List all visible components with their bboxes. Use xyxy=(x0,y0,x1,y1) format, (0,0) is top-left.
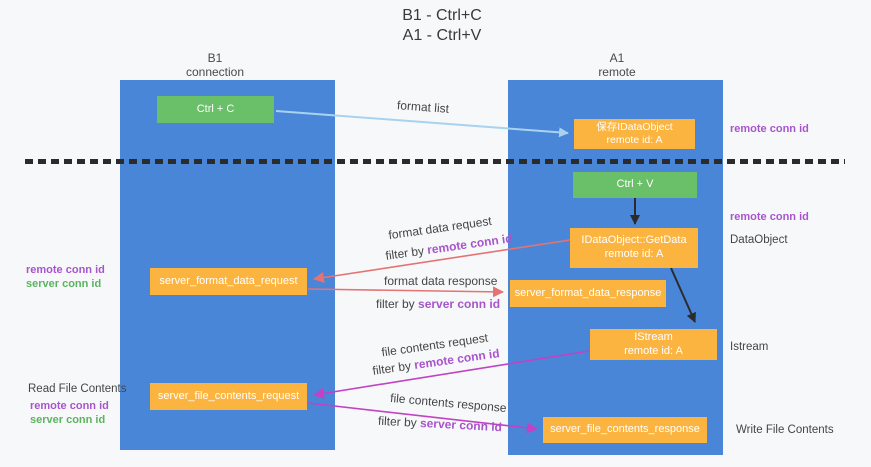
clipboard-boundary-dashed-line xyxy=(25,159,845,164)
node-server-format-data-response-label: server_format_data_response xyxy=(514,286,662,299)
node-save-dataobject-line2: remote id: A xyxy=(606,134,663,146)
edge-label-filter-server-1: filter by server conn id xyxy=(376,297,500,311)
node-server-file-contents-response: server_file_contents_response xyxy=(543,417,707,443)
arrow-getdata-to-istream xyxy=(670,267,696,323)
right-label-write-file-contents: Write File Contents xyxy=(736,424,834,436)
right-column-role: remote xyxy=(598,65,636,80)
left-label-remote-conn-id-2: remote conn id xyxy=(30,400,109,412)
node-ctrl-c-label: Ctrl + C xyxy=(196,102,235,115)
diagram-title: B1 - Ctrl+C A1 - Ctrl+V xyxy=(300,6,584,46)
title-line-2: A1 - Ctrl+V xyxy=(402,27,482,44)
node-server-format-data-request-label: server_format_data_request xyxy=(159,274,298,287)
filter-key-server: server conn id xyxy=(418,297,501,311)
node-ctrl-v: Ctrl + V xyxy=(573,172,697,198)
left-column-name: B1 xyxy=(207,51,223,65)
node-save-dataobject: 保存IDataObject remote id: A xyxy=(574,119,695,149)
node-server-format-data-request: server_format_data_request xyxy=(150,268,307,295)
node-getdata-line2: remote id: A xyxy=(604,248,664,260)
arrow-file-contents-request xyxy=(313,350,590,399)
left-column-header: B1 connection xyxy=(145,51,285,80)
arrow-format-data-request xyxy=(313,239,571,283)
right-label-remote-conn-id-2: remote conn id xyxy=(730,211,809,223)
left-column-role: connection xyxy=(185,65,245,80)
node-ctrl-v-label: Ctrl + V xyxy=(616,178,654,191)
left-label-read-file-contents: Read File Contents xyxy=(28,383,127,395)
node-server-file-contents-request: server_file_contents_request xyxy=(150,383,307,410)
right-label-dataobject: DataObject xyxy=(730,234,788,246)
left-label-remote-conn-id-1: remote conn id xyxy=(26,264,105,276)
node-getdata-line1: IDataObject::GetData xyxy=(581,234,687,247)
node-server-file-contents-response-label: server_file_contents_response xyxy=(550,423,700,436)
right-column-header: A1 remote xyxy=(547,51,687,80)
right-label-remote-conn-id-1: remote conn id xyxy=(730,123,809,135)
edge-label-format-data-response: format data response xyxy=(384,274,498,288)
arrow-format-list xyxy=(275,110,569,138)
node-server-format-data-response: server_format_data_response xyxy=(510,280,666,307)
node-istream: IStream remote id: A xyxy=(590,329,717,360)
right-label-istream: Istream xyxy=(730,341,769,353)
node-istream-line1: IStream xyxy=(634,330,673,343)
node-server-file-contents-request-label: server_file_contents_request xyxy=(157,389,300,402)
arrow-format-data-response xyxy=(307,286,504,298)
right-column-name: A1 xyxy=(609,51,625,65)
left-label-server-conn-id-1: server conn id xyxy=(26,278,102,290)
left-label-server-conn-id-2: server conn id xyxy=(30,414,106,426)
title-line-1: B1 - Ctrl+C xyxy=(402,7,482,24)
filter-prefix: filter by xyxy=(376,297,419,311)
arrow-file-contents-response xyxy=(307,402,538,434)
node-save-dataobject-line1: 保存IDataObject xyxy=(596,120,673,133)
filter-prefix: filter by xyxy=(377,413,421,430)
node-ctrl-c: Ctrl + C xyxy=(157,96,274,123)
node-istream-line2: remote id: A xyxy=(624,344,683,357)
node-idataobject-getdata: IDataObject::GetData remote id: A xyxy=(570,228,698,268)
